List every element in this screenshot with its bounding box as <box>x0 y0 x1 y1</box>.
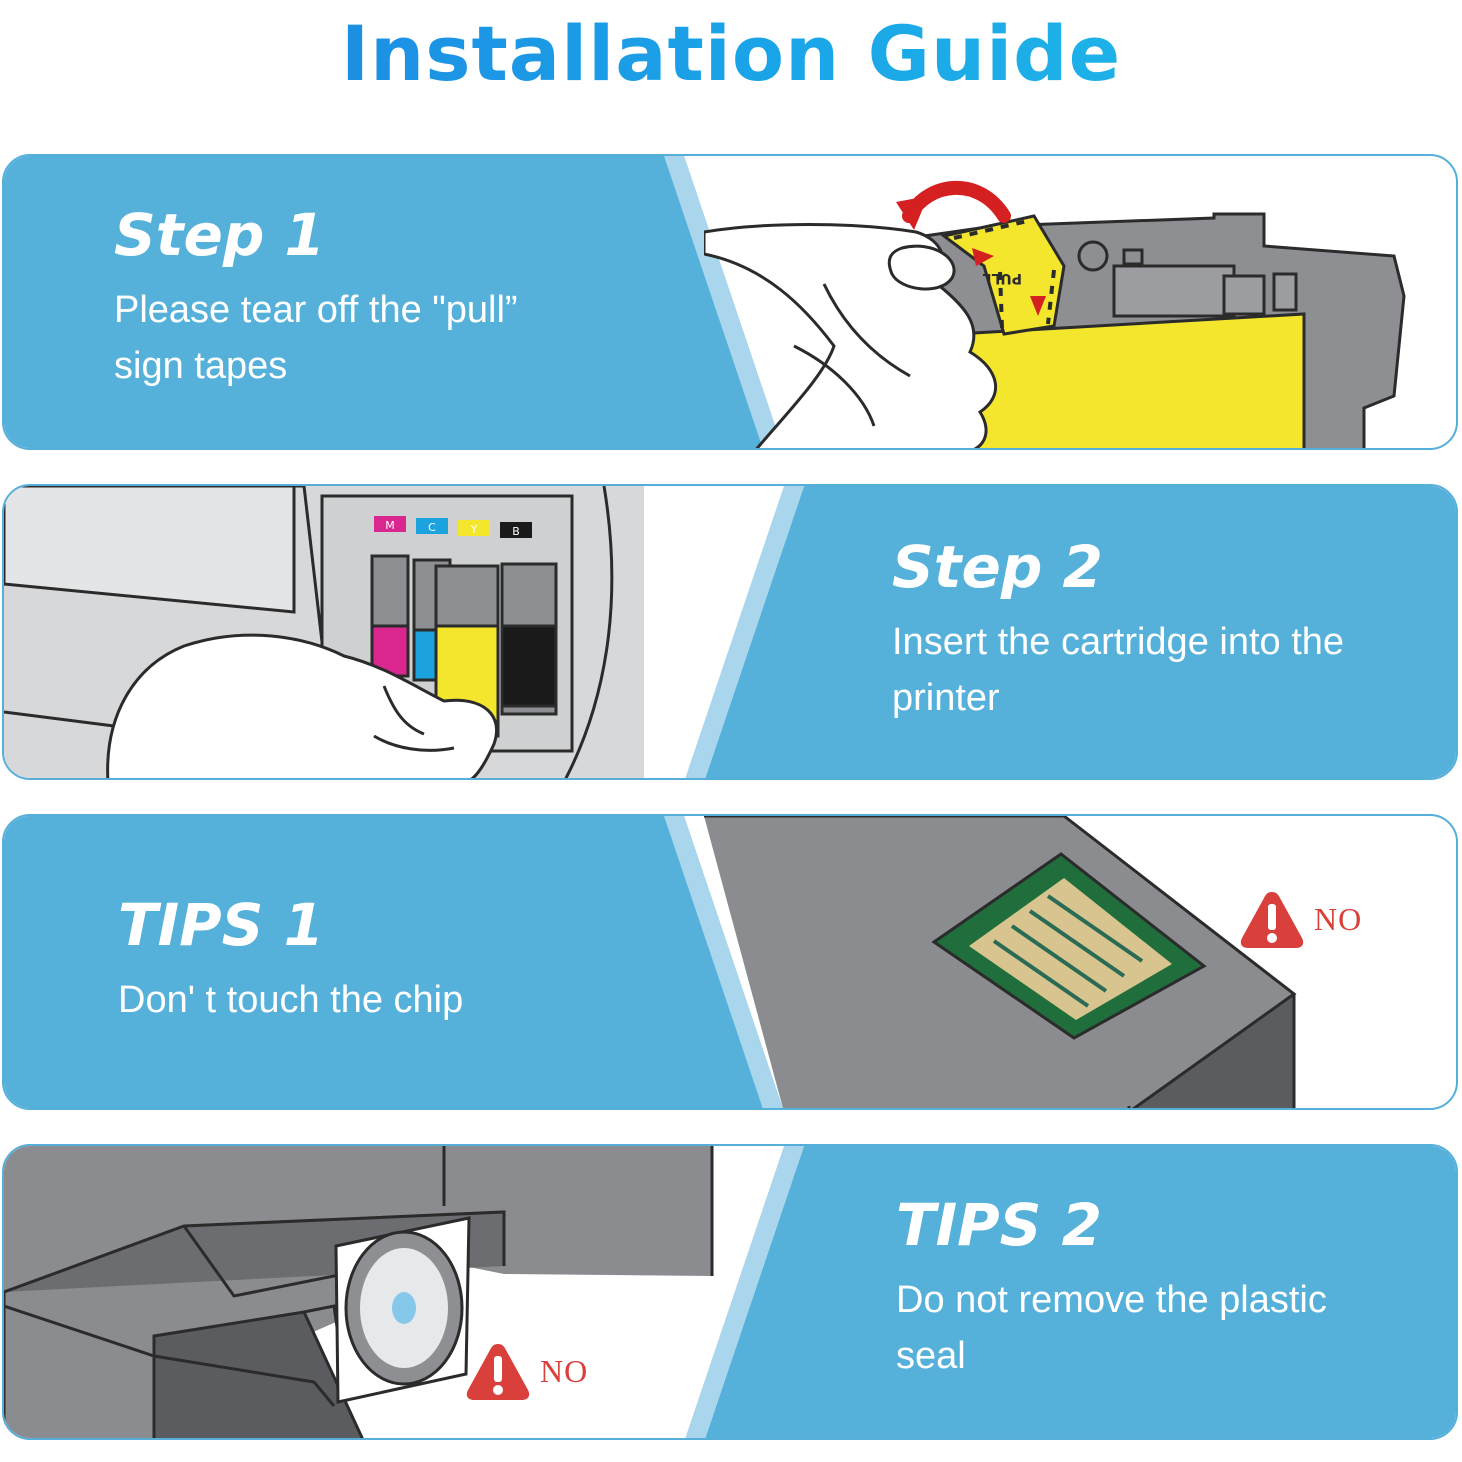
tips-1-warning: NO <box>1238 888 1362 950</box>
warning-icon <box>466 1344 530 1400</box>
cartridge-pull-tape-illustration: PULL <box>704 180 1406 448</box>
step-2-background <box>685 486 1456 778</box>
tips-2-text: TIPS 2 Do not remove the plastic seal <box>896 1190 1376 1384</box>
cartridge-seal-illustration <box>4 1146 714 1438</box>
step-1-description: Please tear off the "pull” sign tapes <box>114 289 518 387</box>
warning-icon <box>1240 892 1304 948</box>
step-1-text: Step 1 Please tear off the "pull” sign t… <box>114 200 594 394</box>
page-title: Installation Guide <box>0 8 1462 100</box>
tips-1-title: TIPS 1 <box>118 891 324 959</box>
tips-2-warning: NO <box>464 1340 588 1402</box>
step-1-background <box>4 156 783 448</box>
slot-label-yellow: Y <box>470 523 478 536</box>
printer-insert-illustration: M C Y B <box>4 486 644 778</box>
step-2-title: Step 2 <box>892 533 1103 601</box>
cartridge-chip-illustration <box>704 816 1297 1108</box>
slot-label-black: B <box>512 525 520 538</box>
slot-label-magenta: M <box>385 519 395 532</box>
tips-2-background <box>685 1146 1456 1438</box>
pull-label: PULL <box>982 270 1022 286</box>
tips-1-no-label: NO <box>1314 900 1363 937</box>
step-1-title: Step 1 <box>114 201 325 269</box>
step-1-panel: PULL Step 1 Please tear off the "pull” s… <box>2 154 1458 450</box>
step-2-panel: M C Y B Step 2 Insert the cartridge into… <box>2 484 1458 780</box>
tips-1-background <box>4 816 783 1108</box>
tips-1-text: TIPS 1 Don' t touch the chip <box>118 890 598 1028</box>
step-2-text: Step 2 Insert the cartridge into the pri… <box>892 532 1392 726</box>
step-2-description: Insert the cartridge into the printer <box>892 621 1345 719</box>
tips-1-description: Don' t touch the chip <box>118 979 464 1021</box>
tips-2-panel: NO TIPS 2 Do not remove the plastic seal <box>2 1144 1458 1440</box>
slot-label-cyan: C <box>428 521 436 534</box>
tips-1-panel: NO TIPS 1 Don' t touch the chip <box>2 814 1458 1110</box>
tips-2-description: Do not remove the plastic seal <box>896 1279 1327 1377</box>
tips-2-no-label: NO <box>540 1352 589 1389</box>
tips-2-title: TIPS 2 <box>896 1191 1102 1259</box>
